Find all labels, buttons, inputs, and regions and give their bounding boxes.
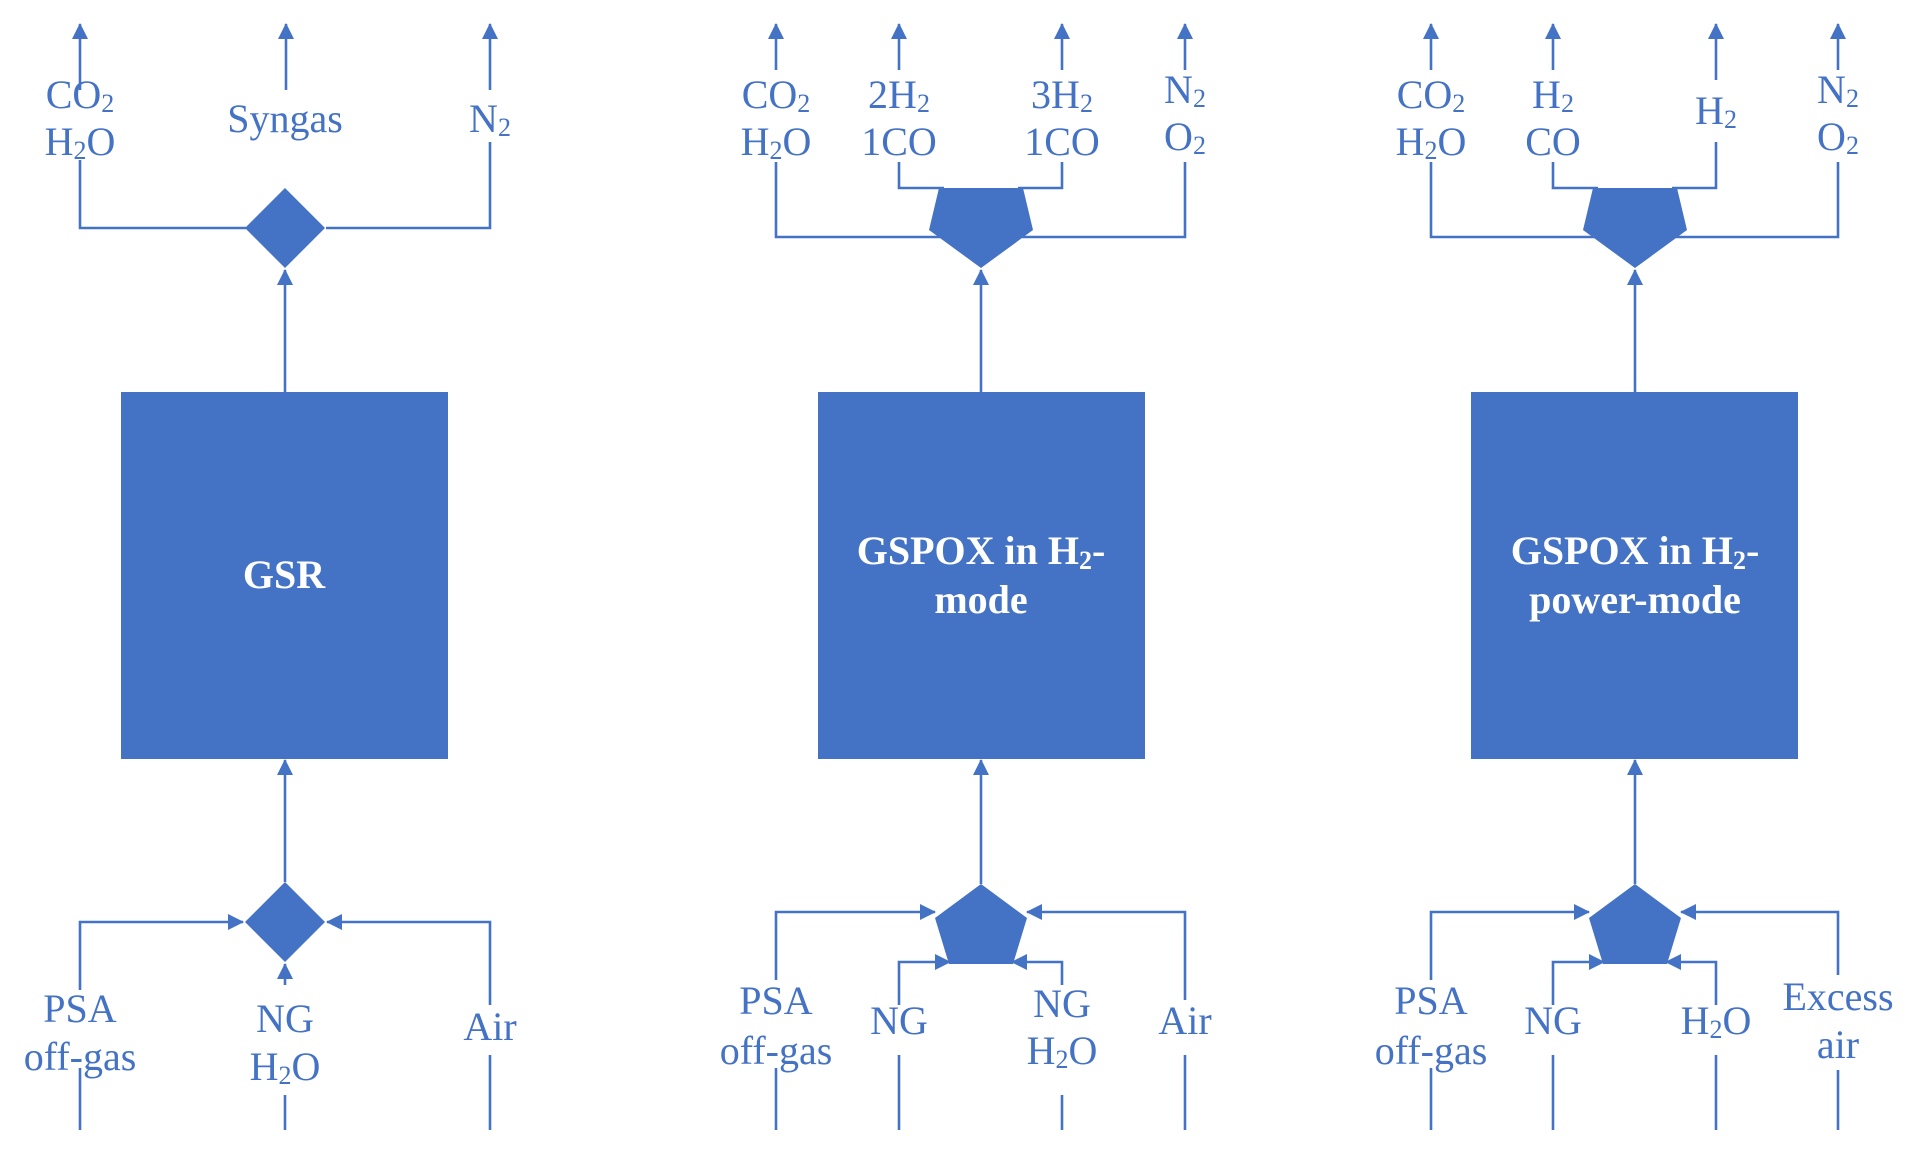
output-branch-left bbox=[78, 160, 246, 230]
input-label-off-gas: off-gas bbox=[1375, 1028, 1488, 1073]
input-label-ng: NG bbox=[256, 996, 314, 1041]
input-label-excess: Excess bbox=[1782, 974, 1893, 1019]
output-label-n2: N2 bbox=[1164, 67, 1206, 113]
input-label-psa: PSA bbox=[1394, 978, 1467, 1023]
input-line-ng bbox=[1551, 954, 1605, 1005]
input-label-psa: PSA bbox=[739, 978, 812, 1023]
input-mixer-pentagon bbox=[1589, 884, 1681, 964]
diagram-gsr: GSR CO2 H2O Syngas N2 PSA off-gas NG H2O… bbox=[24, 23, 517, 1130]
input-label-air: air bbox=[1817, 1022, 1859, 1067]
output-label-o2: O2 bbox=[1164, 114, 1206, 160]
output-label-co2: CO2 bbox=[1397, 72, 1466, 118]
input-label-off-gas: off-gas bbox=[720, 1028, 833, 1073]
input-label-off-gas: off-gas bbox=[24, 1034, 137, 1079]
input-label-ng: NG bbox=[1033, 981, 1091, 1026]
input-label-air: Air bbox=[463, 1004, 516, 1049]
input-line-psa bbox=[78, 914, 244, 990]
output-label-n2: N2 bbox=[469, 96, 511, 142]
input-label-h2o: H2O bbox=[1681, 998, 1752, 1044]
output-label-h2: H2 bbox=[1695, 88, 1737, 134]
input-label-ng: NG bbox=[1524, 998, 1582, 1043]
output-label-3h2: 3H2 bbox=[1031, 72, 1093, 118]
output-label-co: CO bbox=[1525, 119, 1581, 164]
output-label-1co: 1CO bbox=[1024, 119, 1100, 164]
reactor-box-gsr bbox=[121, 392, 448, 759]
output-label-1co: 1CO bbox=[861, 119, 937, 164]
input-label-ng: NG bbox=[870, 998, 928, 1043]
output-splitter-diamond bbox=[245, 188, 325, 268]
input-line-psa bbox=[1429, 904, 1590, 980]
input-label-psa: PSA bbox=[43, 986, 116, 1031]
diagram-gspox-h2-mode: GSPOX in H2- mode CO2 H2O 2H2 1CO 3H2 1C… bbox=[720, 23, 1212, 1130]
output-label-h2o: H2O bbox=[741, 119, 812, 165]
reactor-label-line1: GSPOX in H2- bbox=[857, 528, 1106, 575]
input-label-h2o: H2O bbox=[1027, 1028, 1098, 1074]
output-label-co2: CO2 bbox=[742, 72, 811, 118]
output-splitter-pentagon bbox=[1583, 188, 1687, 268]
input-line-excess-air bbox=[1680, 904, 1840, 975]
input-label-h2o: H2O bbox=[250, 1044, 321, 1090]
reactor-label-line2: power-mode bbox=[1529, 577, 1741, 622]
output-branch-inner-left bbox=[1551, 162, 1598, 190]
output-branch-outer-left bbox=[774, 162, 940, 239]
reactor-label-line1: GSPOX in H2- bbox=[1511, 528, 1760, 575]
input-line-air bbox=[1026, 904, 1187, 1000]
output-branch-outer-left bbox=[1429, 162, 1594, 239]
reactor-box-gspox-h2-mode bbox=[818, 392, 1145, 759]
output-label-h2o: H2O bbox=[1396, 119, 1467, 165]
output-label-n2: N2 bbox=[1817, 67, 1859, 113]
input-line-h2o bbox=[1665, 954, 1718, 1005]
output-branch-inner-left bbox=[897, 162, 944, 190]
output-label-h2: H2 bbox=[1532, 72, 1574, 118]
reactor-label: GSR bbox=[243, 552, 326, 597]
input-line-ng bbox=[897, 954, 951, 1005]
input-line-psa bbox=[774, 904, 936, 980]
output-splitter-pentagon bbox=[929, 188, 1033, 268]
reactor-label-line2: mode bbox=[934, 577, 1027, 622]
input-label-air: Air bbox=[1158, 998, 1211, 1043]
output-label-o2: O2 bbox=[1817, 114, 1859, 160]
output-branch-right bbox=[326, 142, 492, 230]
output-label-2h2: 2H2 bbox=[868, 72, 930, 118]
output-branch-outer-right bbox=[1022, 162, 1187, 239]
reactor-box-gspox-h2-power-mode bbox=[1471, 392, 1798, 759]
input-line-air bbox=[326, 914, 492, 1005]
diagram-gspox-h2-power-mode: GSPOX in H2- power-mode CO2 H2O H2 CO H2… bbox=[1375, 23, 1894, 1130]
input-mixer-pentagon bbox=[935, 884, 1027, 964]
output-branch-outer-right bbox=[1676, 162, 1840, 239]
output-branch-inner-right bbox=[1018, 162, 1064, 190]
output-label-syngas: Syngas bbox=[227, 96, 343, 141]
output-label-h2o: H2O bbox=[45, 119, 116, 165]
output-branch-inner-right bbox=[1672, 142, 1718, 190]
input-line-ng-h2o bbox=[1011, 954, 1064, 985]
output-label-co2: CO2 bbox=[46, 72, 115, 118]
input-mixer-diamond bbox=[245, 882, 325, 962]
